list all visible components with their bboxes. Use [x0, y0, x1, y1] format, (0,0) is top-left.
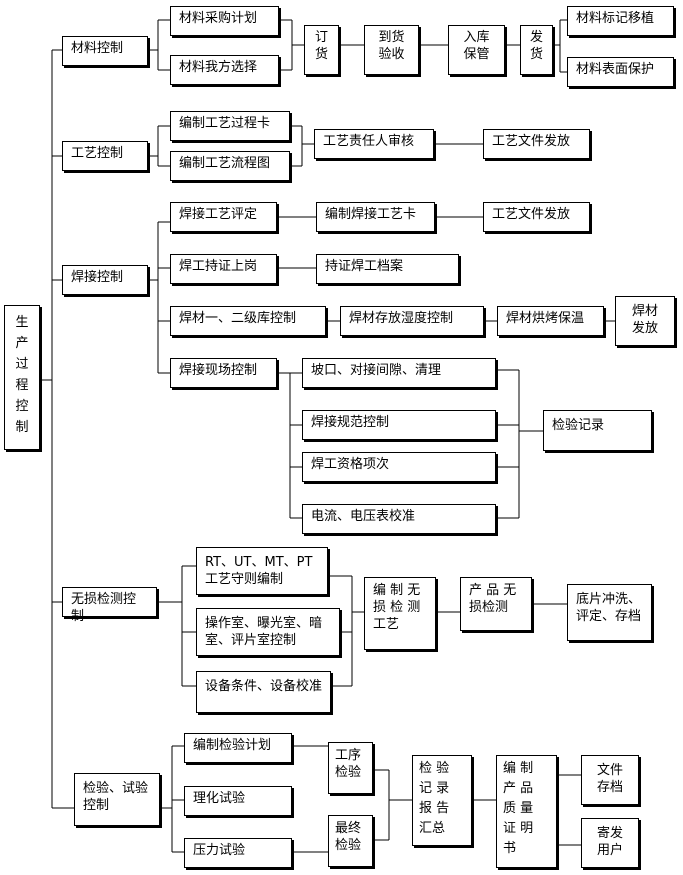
- wps-release-node: 工艺文件发放: [483, 202, 590, 232]
- equipment-calibration-node: 设备条件、设备校准: [196, 671, 331, 713]
- ndt-control-node: 无损检测控制: [62, 587, 157, 624]
- ndt-methods-node: RT、UT、MT、PT 工艺守则编制: [196, 547, 328, 595]
- pressure-test-node: 压力试验: [184, 838, 292, 868]
- record-summary-node: 检 验 记 录 报 告 汇总: [412, 755, 472, 846]
- process-control-node: 工艺控制: [62, 141, 148, 171]
- root-label: 生 产 过 程 控 制: [15, 315, 29, 435]
- inspection-record-node: 检验记录: [543, 410, 652, 451]
- groove-node: 坡口、对接间隙、清理: [302, 358, 496, 388]
- quality-certificate-node: 编 制 产 品 质 量 证 明 书: [496, 755, 557, 868]
- process-inspection-node: 工序 检验: [328, 742, 373, 794]
- final-inspection-node: 最终 检验: [328, 815, 373, 867]
- inspection-control-node: 检验、试验 控制: [74, 773, 160, 826]
- meter-calibration-node: 电流、电压表校准: [302, 504, 496, 534]
- material-purchase-plan-node: 材料采购计划: [170, 6, 279, 36]
- procedure-spec-node: 焊接规范控制: [302, 410, 496, 440]
- material-control-node: 材料控制: [62, 36, 148, 66]
- consumable-store-node: 焊材一、二级库控制: [170, 306, 326, 336]
- send-user-node: 寄发 用户: [581, 818, 639, 868]
- arrival-inspection-node: 到货 验收: [364, 25, 419, 75]
- process-release-node: 工艺文件发放: [483, 129, 590, 159]
- welder-file-node: 持证焊工档案: [316, 254, 459, 284]
- ndt-process-node: 编 制 无 损 检 测 工艺: [364, 577, 436, 650]
- physchem-test-node: 理化试验: [184, 786, 292, 816]
- site-control-node: 焊接现场控制: [170, 358, 277, 388]
- product-ndt-node: 产 品 无 损检测: [460, 577, 532, 631]
- storage-node: 入库 保管: [448, 25, 505, 75]
- film-processing-node: 底片冲洗、 评定、存档: [567, 584, 652, 641]
- root-process-control: 生 产 过 程 控 制: [4, 305, 40, 450]
- file-archive-node: 文件 存档: [581, 755, 639, 805]
- welding-qualification-node: 焊接工艺评定: [170, 202, 277, 232]
- issue-node: 发 货: [520, 25, 553, 75]
- welding-control-node: 焊接控制: [62, 265, 148, 295]
- consumable-issue-node: 焊材 发放: [615, 296, 675, 346]
- inspection-plan-node: 编制检验计划: [184, 733, 292, 763]
- wps-card-node: 编制焊接工艺卡: [316, 202, 435, 232]
- process-card-node: 编制工艺过程卡: [170, 111, 290, 141]
- humidity-control-node: 焊材存放湿度控制: [340, 306, 484, 336]
- process-review-node: 工艺责任人审核: [314, 129, 434, 159]
- material-our-choice-node: 材料我方选择: [170, 55, 279, 85]
- mark-transfer-node: 材料标记移植: [567, 6, 674, 36]
- welder-items-node: 焊工资格项次: [302, 452, 496, 482]
- surface-protect-node: 材料表面保护: [567, 57, 674, 87]
- baking-node: 焊材烘烤保温: [497, 306, 604, 336]
- welder-cert-node: 焊工持证上岗: [170, 254, 277, 284]
- order-node: 订 货: [304, 25, 339, 75]
- flow-chart-node: 编制工艺流程图: [170, 151, 290, 181]
- darkroom-control-node: 操作室、曝光室、暗 室、评片室控制: [196, 608, 340, 656]
